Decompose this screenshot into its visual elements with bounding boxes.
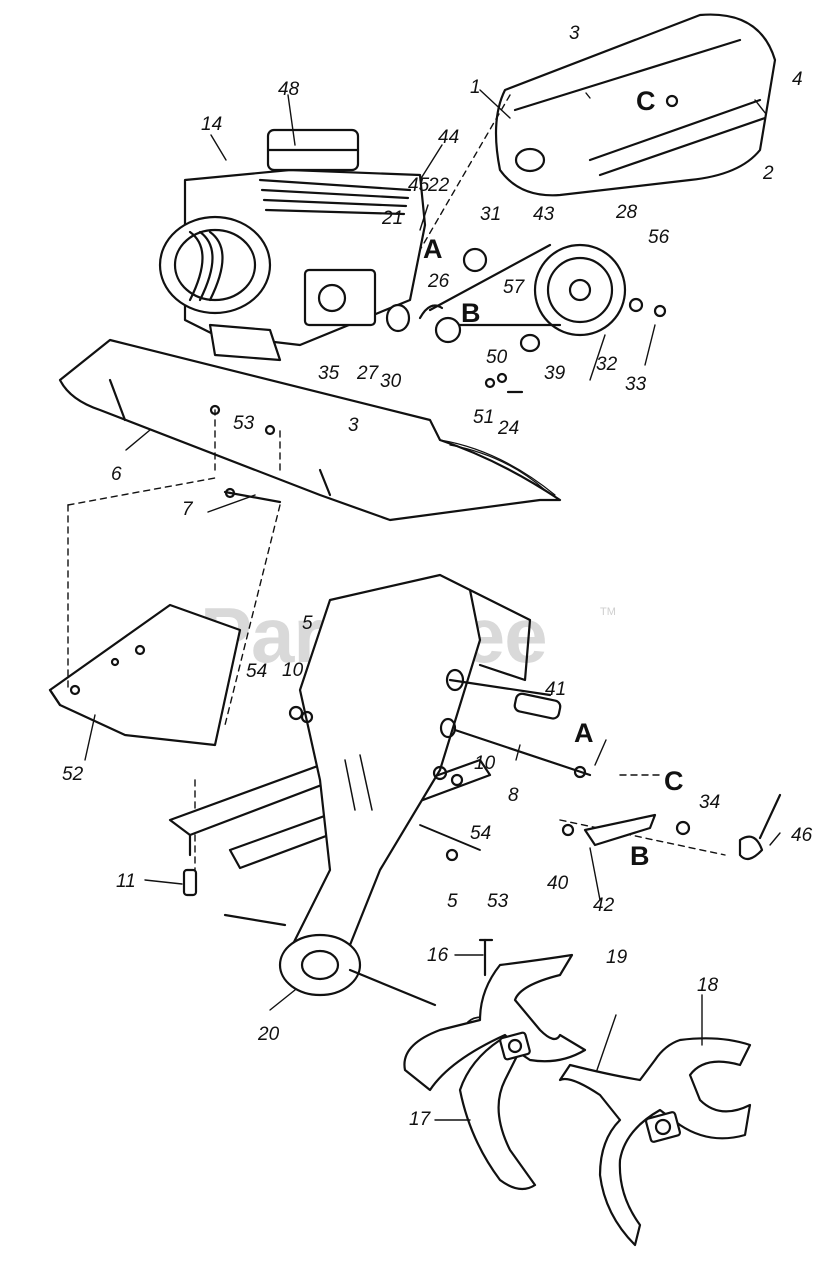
callout-part-34: 34: [699, 792, 721, 813]
callout-part-22: 22: [428, 175, 450, 196]
leader-lines: [84, 89, 781, 1121]
watermark-trademark: TM: [600, 606, 616, 618]
reference-letter-a-top: A: [423, 234, 443, 264]
callout-part-8: 8: [508, 785, 519, 806]
callout-part-1: 1: [470, 77, 481, 98]
callout-part-5-lower: 5: [447, 891, 458, 912]
transmission-housing: [223, 573, 532, 1007]
callout-part-28: 28: [616, 202, 638, 223]
reference-letter-c-bottom: C: [664, 766, 684, 796]
callout-part-30: 30: [380, 371, 402, 392]
callout-part-19: 19: [606, 947, 628, 968]
reference-letter-c-top: C: [636, 86, 656, 116]
tine-assembly-right: [558, 1037, 752, 1247]
reference-letter-b-bottom: B: [630, 841, 650, 871]
callout-part-11: 11: [116, 871, 136, 892]
hardware: [182, 705, 782, 1023]
engine: [158, 128, 427, 362]
callout-part-6: 6: [111, 464, 122, 485]
callout-part-7: 7: [182, 499, 193, 520]
callout-part-27: 27: [357, 363, 379, 384]
callout-part-31: 31: [480, 204, 502, 225]
tine-assembly-left: [403, 953, 587, 1191]
callout-part-2: 2: [763, 163, 774, 184]
mounting-plate: [48, 603, 242, 747]
callout-part-48: 48: [278, 79, 300, 100]
callout-part-45: 45: [408, 175, 430, 196]
callout-part-17: 17: [409, 1109, 431, 1130]
callout-part-33: 33: [625, 374, 647, 395]
callout-part-57: 57: [503, 277, 525, 298]
callout-part-21: 21: [382, 208, 404, 229]
callout-part-4: 4: [792, 69, 803, 90]
callout-part-54-lower: 54: [470, 823, 492, 844]
callout-part-51: 51: [473, 407, 495, 428]
callout-part-39: 39: [544, 363, 566, 384]
callout-part-54-upper: 54: [246, 661, 268, 682]
callout-part-46: 46: [791, 825, 813, 846]
callout-part-20: 20: [258, 1024, 280, 1045]
callout-part-52: 52: [62, 764, 84, 785]
callout-part-10-upper: 10: [282, 660, 304, 681]
callout-part-44: 44: [438, 127, 460, 148]
callout-part-24: 24: [498, 418, 520, 439]
callout-part-43: 43: [533, 204, 555, 225]
callout-part-26: 26: [428, 271, 450, 292]
reference-letter-b-top: B: [461, 298, 481, 328]
callout-part-35: 35: [318, 363, 340, 384]
callout-part-16: 16: [427, 945, 449, 966]
assembly-guide-lines: [67, 94, 726, 871]
callout-part-56: 56: [648, 227, 670, 248]
callout-part-53-lower: 53: [487, 891, 509, 912]
callout-part-42: 42: [593, 895, 615, 916]
callout-part-41: 41: [545, 679, 567, 700]
callout-part-32: 32: [596, 354, 618, 375]
callout-part-3-shield: 3: [348, 415, 359, 436]
drive-belt-assembly: [385, 243, 667, 394]
reference-letter-a-bottom: A: [574, 718, 594, 748]
callout-part-14: 14: [201, 114, 223, 135]
shafts: [439, 668, 592, 779]
callout-part-40: 40: [547, 873, 569, 894]
callout-part-5-upper: 5: [302, 613, 313, 634]
callout-part-50: 50: [486, 347, 508, 368]
callout-part-10-lower: 10: [474, 753, 496, 774]
callout-part-18: 18: [697, 975, 719, 996]
engine-shield: [58, 338, 562, 522]
callout-part-53-shield: 53: [233, 413, 255, 434]
callout-part-3-top: 3: [569, 23, 580, 44]
belt-guard-cover: [494, 13, 777, 197]
